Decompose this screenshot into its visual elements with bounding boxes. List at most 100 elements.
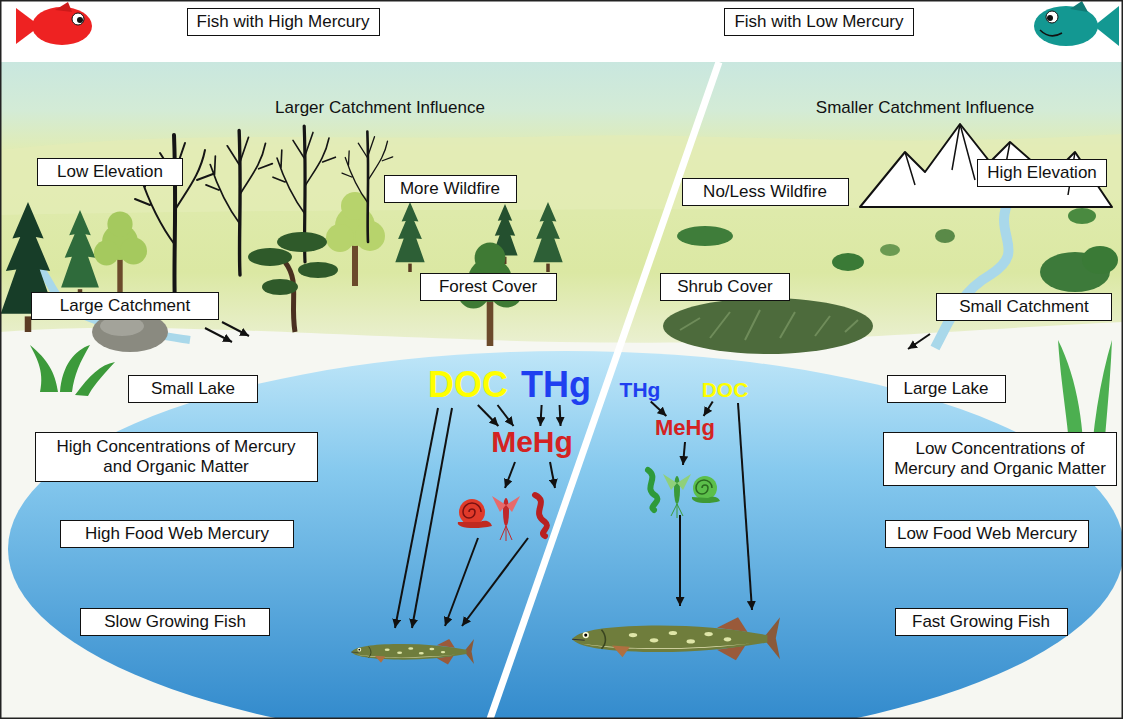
- flow-arrow: [683, 442, 685, 465]
- label-text: High Concentrations of Mercury and Organ…: [42, 437, 311, 476]
- chemical-label: MeHg: [490, 427, 574, 457]
- label-text: Low Food Web Mercury: [897, 524, 1077, 544]
- label-text: Fast Growing Fish: [912, 612, 1050, 632]
- flow-arrow: [498, 405, 514, 426]
- shrub: [1082, 246, 1118, 274]
- label-text: Low Concentrations of Mercury and Organi…: [890, 439, 1110, 478]
- runoff-arrow: [222, 322, 249, 336]
- label-text: DOC: [702, 379, 749, 400]
- label-text: Small Catchment: [959, 297, 1088, 317]
- label-text: Forest Cover: [439, 277, 537, 297]
- worm: [648, 470, 658, 510]
- fish-icon-smile: [1040, 30, 1062, 36]
- label-box: Large Lake: [887, 375, 1006, 403]
- mayfly-tail: [671, 504, 683, 518]
- snail-spiral: [463, 503, 481, 518]
- pike-fish: [572, 617, 780, 660]
- shrub-cover: [663, 298, 873, 354]
- label-text: Fish with High Mercury: [197, 12, 370, 32]
- conifer-tree: [61, 210, 99, 300]
- flow-arrow: [651, 402, 667, 417]
- runoff-arrow: [908, 334, 930, 349]
- chemical-label: DOC: [427, 367, 509, 403]
- label-box: Shrub Cover: [660, 273, 790, 301]
- label-text: Slow Growing Fish: [104, 612, 246, 632]
- label-text: Shrub Cover: [677, 277, 772, 297]
- snail-spiral: [696, 480, 712, 494]
- snail-foot: [458, 521, 492, 528]
- label-box: High Food Web Mercury: [60, 520, 294, 548]
- mayfly-wing: [492, 496, 520, 512]
- flow-arrow: [679, 515, 681, 606]
- pine-crown: [298, 262, 338, 278]
- fish-icon-fin: [1070, 1, 1088, 12]
- label-box: Fish with High Mercury: [187, 8, 380, 36]
- fish-icon-fin: [55, 2, 72, 12]
- pike-fish: [351, 639, 474, 664]
- chemical-label: MeHg: [654, 417, 716, 439]
- conifer-tree: [395, 202, 424, 272]
- shrub: [935, 229, 955, 243]
- flow-arrow: [738, 403, 752, 610]
- shrub-texture: [680, 310, 858, 340]
- fish-icon-eye: [1046, 11, 1058, 23]
- label-box: Small Catchment: [936, 293, 1112, 321]
- flow-arrow: [462, 538, 528, 626]
- label-text: No/Less Wildfire: [703, 182, 827, 202]
- pine-crown: [248, 248, 292, 266]
- label-box: No/Less Wildfire: [682, 178, 849, 206]
- burnt-tree: [273, 126, 335, 262]
- fish-icon-body: [32, 7, 92, 45]
- flow-arrow: [540, 405, 541, 426]
- chemical-label: THg: [619, 379, 662, 400]
- flow-arrow: [478, 405, 499, 426]
- label-box: Fast Growing Fish: [895, 608, 1068, 636]
- label-box: Forest Cover: [420, 273, 557, 301]
- shrub: [677, 226, 733, 246]
- flow-arrow: [412, 408, 452, 628]
- label-text: Fish with Low Mercury: [734, 12, 903, 32]
- snail-foot: [692, 497, 720, 503]
- fish-icon-pupil: [1047, 15, 1053, 21]
- label-box: High Elevation: [977, 159, 1107, 187]
- label-text: More Wildfire: [400, 179, 500, 199]
- mayfly-body: [674, 476, 680, 504]
- label-box: High Concentrations of Mercury and Organ…: [35, 432, 318, 482]
- mayfly-body: [503, 498, 509, 526]
- fish-icon-pupil: [77, 17, 83, 23]
- mountain: [860, 124, 1112, 207]
- label-text: Small Lake: [151, 379, 235, 399]
- label-text: THg: [620, 379, 661, 400]
- pine-trunk: [285, 262, 295, 332]
- label-box: More Wildfire: [384, 175, 517, 203]
- deciduous-tree: [94, 211, 147, 296]
- water-plant: [30, 345, 115, 396]
- flow-arrow: [505, 462, 515, 488]
- label-text: Low Elevation: [57, 162, 163, 182]
- flow-arrow: [704, 402, 713, 417]
- label-box: Small Lake: [128, 375, 258, 403]
- region-heading: Smaller Catchment Influence: [816, 98, 1034, 118]
- fish-icon-eye: [72, 13, 84, 25]
- runoff-arrow: [205, 328, 232, 342]
- label-text: Large Catchment: [60, 296, 190, 316]
- sky-and-land: [0, 62, 1123, 362]
- mayfly-tail: [500, 526, 512, 541]
- label-text: THg: [521, 367, 591, 403]
- label-text: High Food Web Mercury: [85, 524, 269, 544]
- label-box: Low Concentrations of Mercury and Organi…: [883, 432, 1117, 486]
- pine-crown: [262, 279, 298, 295]
- label-text: Large Lake: [903, 379, 988, 399]
- conifer-tree: [533, 202, 562, 272]
- stream: [935, 198, 1010, 348]
- pine-crown: [277, 232, 327, 252]
- snail-shell: [459, 499, 485, 525]
- lake: [8, 351, 1123, 719]
- label-text: MeHg: [655, 417, 715, 439]
- flow-arrow: [559, 405, 562, 426]
- label-box: Low Elevation: [37, 158, 183, 186]
- label-text: DOC: [428, 367, 508, 403]
- label-text: MeHg: [491, 427, 573, 457]
